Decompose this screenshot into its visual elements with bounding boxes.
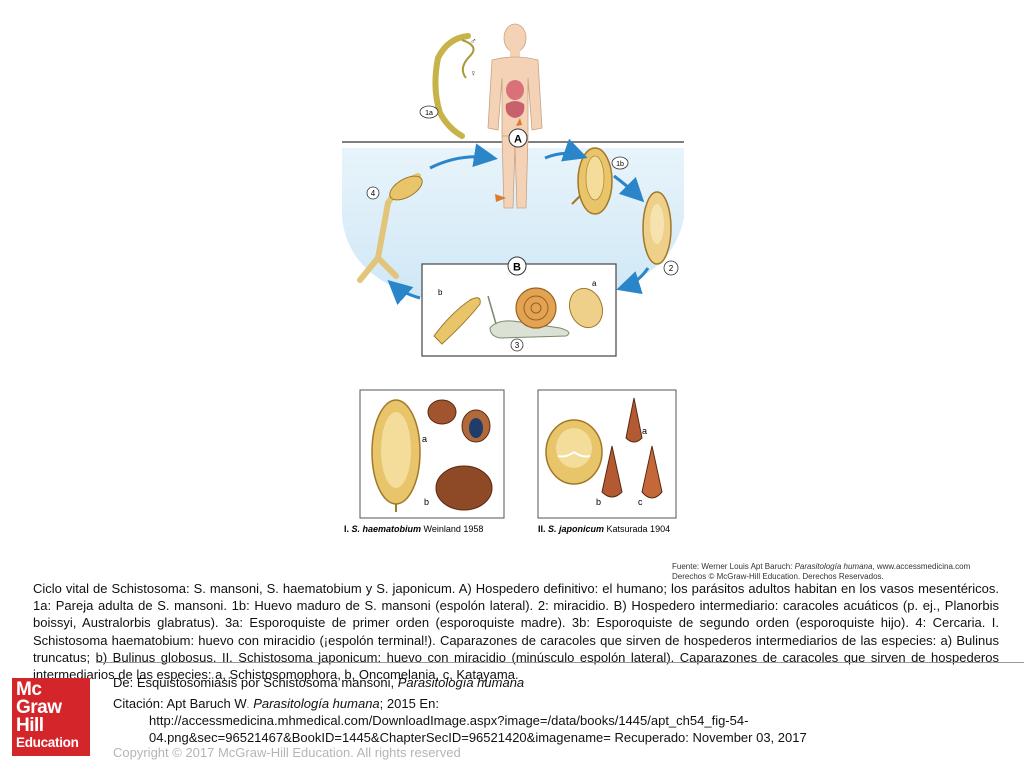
shell-bulinus-truncatus bbox=[427, 399, 457, 425]
shell-katayama bbox=[641, 445, 663, 499]
stage-1b-label: 1b bbox=[616, 161, 624, 168]
figure-source-credit: Fuente: Werner Louis Apt Baruch: Parasit… bbox=[672, 562, 971, 581]
panel-i-label-b: b bbox=[424, 497, 429, 507]
stage-2-label: 2 bbox=[669, 264, 674, 273]
human-host-icon bbox=[487, 23, 543, 209]
shell-schistosomophora bbox=[625, 397, 643, 443]
citation-block: De: Esquistosomiasis por Schistosoma man… bbox=[113, 674, 1003, 746]
footer-divider bbox=[96, 662, 1024, 663]
panel-ii-label-b: b bbox=[596, 497, 601, 507]
figure-caption: Ciclo vital de Schistosoma: S. mansoni, … bbox=[33, 581, 999, 683]
sporocyst-a bbox=[568, 287, 604, 329]
citation-line: Citación: Apt Baruch W. Parasitología hu… bbox=[113, 696, 439, 711]
citation-url-line-2[interactable]: 04.png&sec=96521467&BookID=1445&ChapterS… bbox=[149, 730, 807, 745]
citation-de-line: De: Esquistosomiasis por Schistosoma man… bbox=[113, 675, 525, 690]
life-cycle-figure: A ♂ ♀ 1a 1b 2 4 B bbox=[330, 18, 970, 581]
arrow-snail-to-cercaria bbox=[387, 279, 421, 305]
arrow-cercaria-to-human bbox=[429, 143, 498, 170]
adult-worm-pair bbox=[432, 33, 471, 139]
arrow-human-to-egg bbox=[544, 138, 588, 162]
host-b-label: B bbox=[513, 262, 521, 274]
mcgraw-hill-logo: Mc Graw Hill Education bbox=[12, 678, 90, 756]
snail-box-a-label: a bbox=[592, 279, 597, 288]
life-cycle-illustration: A ♂ ♀ 1a 1b 2 4 B bbox=[342, 23, 684, 534]
snail-box-b-label: b bbox=[438, 288, 443, 297]
shell-bulinus-globosus bbox=[435, 465, 493, 511]
panel-ii-label-a: a bbox=[642, 426, 647, 436]
male-symbol: ♂ bbox=[470, 36, 477, 46]
shell-oncomelania bbox=[601, 445, 623, 498]
panel-i-caption: I. S. haematobium Weinland 1958 bbox=[344, 524, 483, 534]
snail-icon bbox=[487, 287, 570, 339]
citation-url-line-1[interactable]: http://accessmedicina.mhmedical.com/Down… bbox=[149, 713, 749, 728]
stage-1a-label: 1a bbox=[425, 110, 433, 117]
panel-i-label-a: a bbox=[422, 434, 427, 444]
host-a-label: A bbox=[514, 134, 522, 146]
arrow-egg-to-miracidium bbox=[613, 174, 645, 203]
host-a-badge bbox=[508, 128, 528, 148]
stage-3-label: 3 bbox=[515, 341, 520, 350]
copyright-notice: Copyright © 2017 McGraw-Hill Education. … bbox=[113, 745, 461, 760]
panel-ii-label-c: c bbox=[638, 497, 643, 507]
sporocyst-b bbox=[433, 297, 481, 345]
panel-ii-caption: II. S. japonicum Katsurada 1904 bbox=[538, 524, 670, 534]
female-symbol: ♀ bbox=[470, 68, 477, 78]
footer-bar bbox=[0, 662, 1024, 768]
stage-4-label: 4 bbox=[371, 189, 376, 198]
arrow-miracidium-to-snail bbox=[616, 267, 650, 295]
